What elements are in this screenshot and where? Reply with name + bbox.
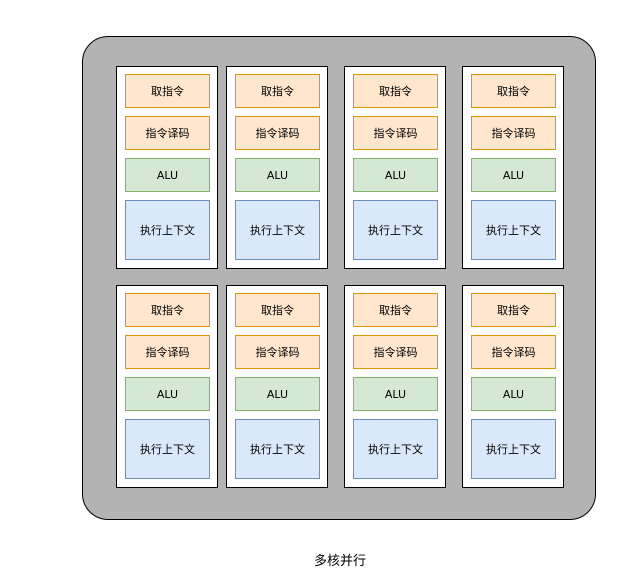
instruction-decode-block: 指令译码 xyxy=(235,116,320,150)
instruction-decode-block: 指令译码 xyxy=(235,335,320,369)
execution-context-block: 执行上下文 xyxy=(125,419,210,479)
alu-block: ALU xyxy=(235,158,320,192)
alu-block: ALU xyxy=(471,377,556,411)
execution-context-block: 执行上下文 xyxy=(235,200,320,260)
instruction-decode-block: 指令译码 xyxy=(471,116,556,150)
core-8: 取指令指令译码 ALU 执行上下文 xyxy=(462,285,564,488)
instruction-decode-block: 指令译码 xyxy=(353,335,438,369)
fetch-instruction-block: 取指令 xyxy=(471,293,556,327)
instruction-decode-block: 指令译码 xyxy=(125,116,210,150)
core-4: 取指令指令译码 ALU 执行上下文 xyxy=(462,66,564,269)
fetch-instruction-block: 取指令 xyxy=(125,74,210,108)
alu-block: ALU xyxy=(353,158,438,192)
core-7: 取指令指令译码 ALU 执行上下文 xyxy=(344,285,446,488)
alu-block: ALU xyxy=(471,158,556,192)
core-5: 取指令指令译码 ALU 执行上下文 xyxy=(116,285,218,488)
alu-block: ALU xyxy=(353,377,438,411)
instruction-decode-block: 指令译码 xyxy=(353,116,438,150)
instruction-decode-block: 指令译码 xyxy=(471,335,556,369)
instruction-decode-block: 指令译码 xyxy=(125,335,210,369)
fetch-instruction-block: 取指令 xyxy=(353,74,438,108)
execution-context-block: 执行上下文 xyxy=(353,200,438,260)
fetch-instruction-block: 取指令 xyxy=(471,74,556,108)
fetch-instruction-block: 取指令 xyxy=(125,293,210,327)
alu-block: ALU xyxy=(125,377,210,411)
execution-context-block: 执行上下文 xyxy=(125,200,210,260)
fetch-instruction-block: 取指令 xyxy=(235,74,320,108)
fetch-instruction-block: 取指令 xyxy=(353,293,438,327)
core-1: 取指令指令译码 ALU 执行上下文 xyxy=(116,66,218,269)
execution-context-block: 执行上下文 xyxy=(471,419,556,479)
alu-block: ALU xyxy=(235,377,320,411)
fetch-instruction-block: 取指令 xyxy=(235,293,320,327)
core-2: 取指令指令译码 ALU 执行上下文 xyxy=(226,66,328,269)
alu-block: ALU xyxy=(125,158,210,192)
execution-context-block: 执行上下文 xyxy=(471,200,556,260)
execution-context-block: 执行上下文 xyxy=(353,419,438,479)
core-3: 取指令指令译码 ALU 执行上下文 xyxy=(344,66,446,269)
diagram-caption: 多核并行 xyxy=(313,554,366,569)
execution-context-block: 执行上下文 xyxy=(235,419,320,479)
core-6: 取指令指令译码 ALU 执行上下文 xyxy=(226,285,328,488)
